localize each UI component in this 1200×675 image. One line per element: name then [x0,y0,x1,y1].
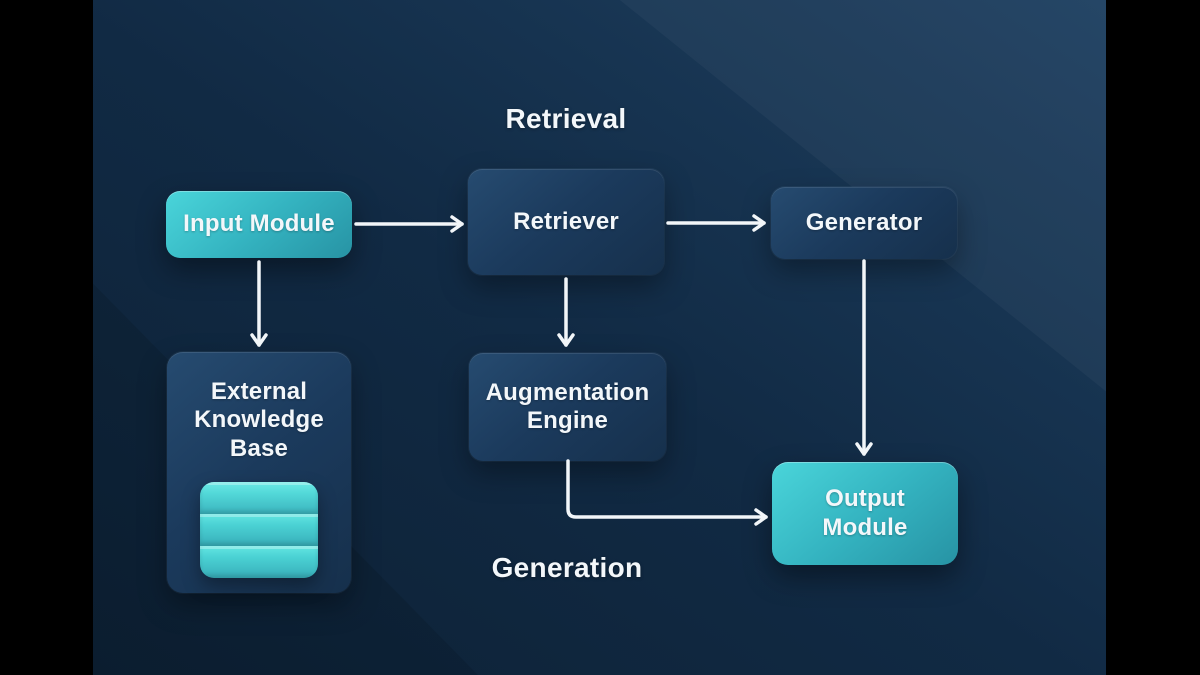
node-output-module-label: Output Module [822,485,908,541]
node-augmentation-engine: Augmentation Engine [469,353,666,461]
node-input-module-label: Input Module [183,210,335,238]
database-icon [200,482,318,578]
node-generator: Generator [771,187,957,259]
section-title-retrieval: Retrieval [505,103,627,134]
node-output-module: Output Module [772,462,958,565]
node-retriever-label: Retriever [513,207,619,235]
letterbox-left [0,0,93,675]
node-augmentation-engine-label: Augmentation Engine [485,378,650,434]
letterbox-right [1106,0,1200,675]
node-external-knowledge-base: External Knowledge Base [167,352,351,593]
node-generator-label: Generator [805,208,923,236]
section-title-generation: Generation [491,552,643,583]
database-layer [200,546,318,578]
node-retriever: Retriever [468,169,664,275]
node-input-module: Input Module [166,191,352,258]
database-layer [200,514,318,546]
database-layer [200,482,318,514]
node-external-knowledge-base-label: External Knowledge Base [194,378,324,462]
